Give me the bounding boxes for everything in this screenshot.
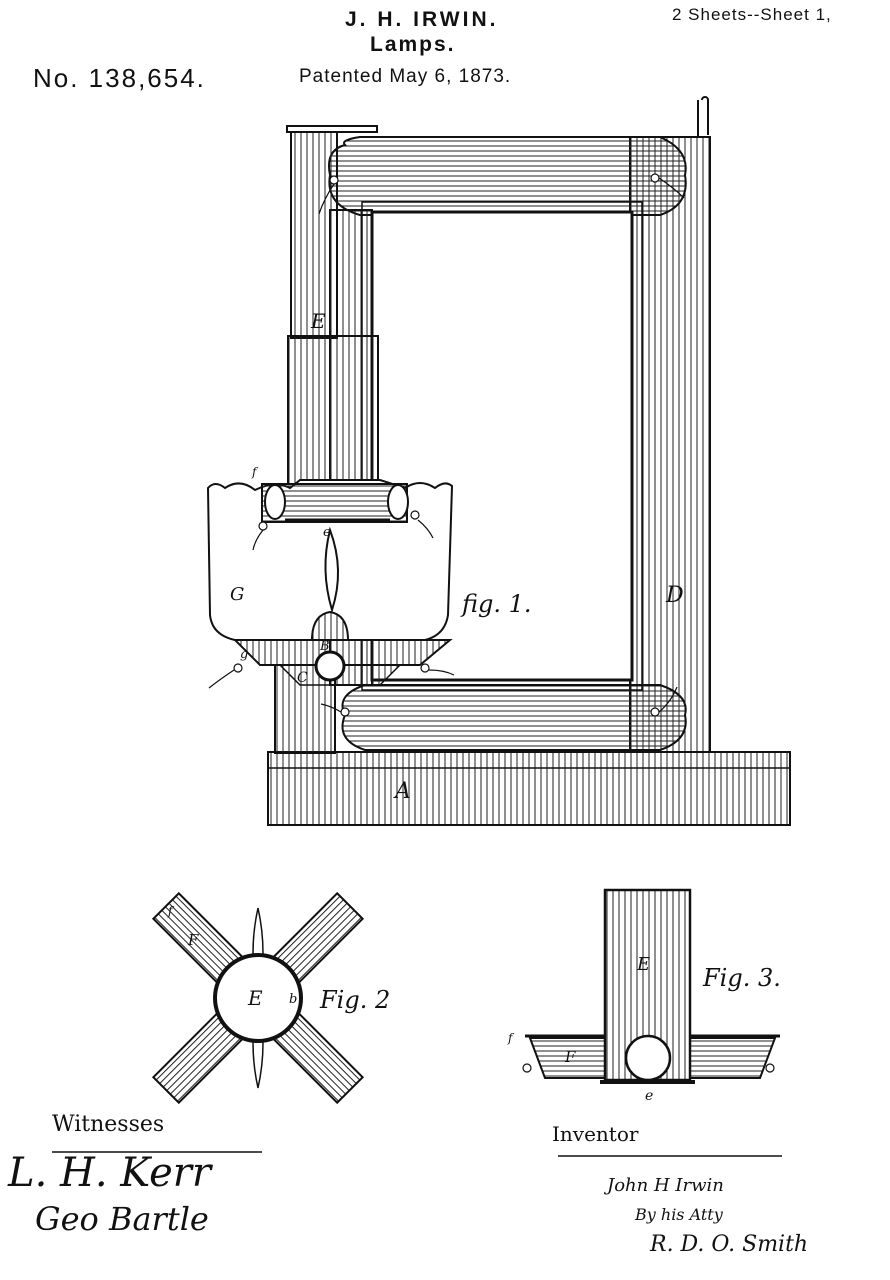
- fig2-label-b: b: [289, 992, 297, 1007]
- fig3-label-e-small: e: [645, 1088, 653, 1104]
- attorney-line: By his Atty: [635, 1205, 723, 1224]
- figure-1: E G B C A D e g f fig. 1.: [206, 96, 791, 826]
- fig2-label-e: E: [247, 986, 263, 1010]
- figure-2: E F f b Fig. 2: [151, 891, 390, 1105]
- fig3-label-f: F: [564, 1048, 576, 1066]
- patent-number: No. 138,654.: [33, 63, 206, 93]
- top-reservoir: [328, 136, 687, 216]
- inventor-signature: John H Irwin: [607, 1175, 724, 1196]
- base-a: [267, 751, 791, 826]
- patent-date: Patented May 6, 1873.: [299, 66, 512, 87]
- fig2-caption: Fig. 2: [319, 986, 390, 1014]
- inventor-label: Inventor: [552, 1122, 639, 1146]
- inventor-name: J. H. IRWIN.: [345, 8, 499, 31]
- chimney-e: [290, 129, 338, 339]
- witness-signature-1: L. H. Kerr: [8, 1150, 212, 1196]
- fig2-label-f-small: f: [167, 904, 175, 918]
- label-d: D: [665, 583, 684, 608]
- label-b: B: [319, 639, 330, 654]
- fig3-caption: Fig. 3.: [702, 964, 781, 992]
- witnesses-label: Witnesses: [52, 1112, 165, 1137]
- figure-3: E F f e Fig. 3.: [507, 888, 781, 1104]
- sheet-number: 2 Sheets--Sheet 1,: [672, 5, 832, 24]
- label-g-small: g: [240, 647, 248, 662]
- patent-title: Lamps.: [370, 33, 456, 56]
- label-e: E: [310, 309, 326, 333]
- fig2-label-f: F: [187, 931, 199, 949]
- flame: [324, 526, 339, 614]
- label-g: G: [230, 584, 244, 605]
- label-a: A: [393, 779, 411, 804]
- fig1-caption: fig. 1.: [460, 590, 532, 618]
- attorney-signature: R. D. O. Smith: [650, 1232, 809, 1257]
- label-e-small: e: [323, 525, 331, 540]
- burner-b: [310, 610, 350, 641]
- witness-signature-2: Geo Bartle: [35, 1200, 209, 1238]
- fig3-label-f-small: f: [507, 1031, 515, 1045]
- fig3-label-e: E: [636, 954, 650, 975]
- bottom-reservoir: [341, 684, 687, 751]
- label-c: C: [297, 670, 308, 686]
- label-f: f: [251, 465, 259, 479]
